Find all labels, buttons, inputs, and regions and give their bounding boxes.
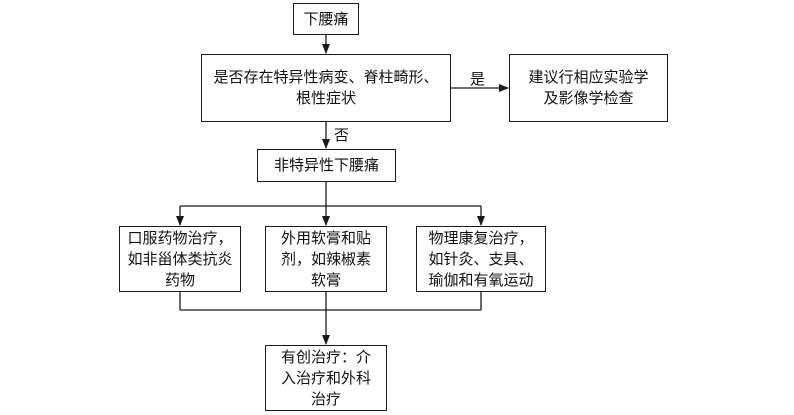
node-line: 建议行相应实验学: [528, 68, 649, 86]
node-line: 外用软膏和贴: [280, 228, 371, 247]
node-line: 口服药物治疗，: [127, 228, 233, 247]
node-line: 物理康复治疗，: [428, 228, 534, 247]
node-low-back-pain: 下腰痛: [293, 3, 359, 35]
edge-label-no: 否: [334, 126, 350, 144]
node-line: 有创治疗：介: [280, 347, 371, 366]
node-line: 瑜伽和有氧运动: [428, 270, 534, 289]
node-line: 软膏: [310, 270, 341, 289]
node-oral-meds: 口服药物治疗， 如非甾体类抗炎 药物: [119, 226, 241, 292]
node-line: 药物: [164, 270, 195, 289]
node-topical: 外用软膏和贴 剂，如辣椒素 软膏: [265, 226, 387, 292]
node-lab-imaging: 建议行相应实验学 及影像学检查: [509, 54, 668, 122]
edge-label-yes: 是: [470, 70, 486, 88]
node-line: 根性症状: [295, 89, 356, 107]
node-line: 非特异性下腰痛: [273, 156, 379, 174]
node-line: 治疗: [310, 389, 341, 408]
node-line: 入治疗和外科: [280, 368, 371, 387]
node-line: 如针灸、支具、: [428, 249, 534, 268]
node-line: 下腰痛: [303, 9, 349, 28]
node-specific-check: 是否存在特异性病变、脊柱畸形、 根性症状: [201, 54, 451, 122]
node-line: 是否存在特异性病变、脊柱畸形、: [213, 68, 439, 86]
node-line: 及影像学检查: [543, 89, 634, 107]
node-line: 如非甾体类抗炎: [127, 249, 233, 268]
node-invasive: 有创治疗：介 入治疗和外科 治疗: [265, 345, 387, 411]
node-nonspecific: 非特异性下腰痛: [257, 149, 396, 182]
node-line: 剂，如辣椒素: [280, 249, 371, 268]
node-physio: 物理康复治疗， 如针灸、支具、 瑜伽和有氧运动: [416, 226, 546, 292]
